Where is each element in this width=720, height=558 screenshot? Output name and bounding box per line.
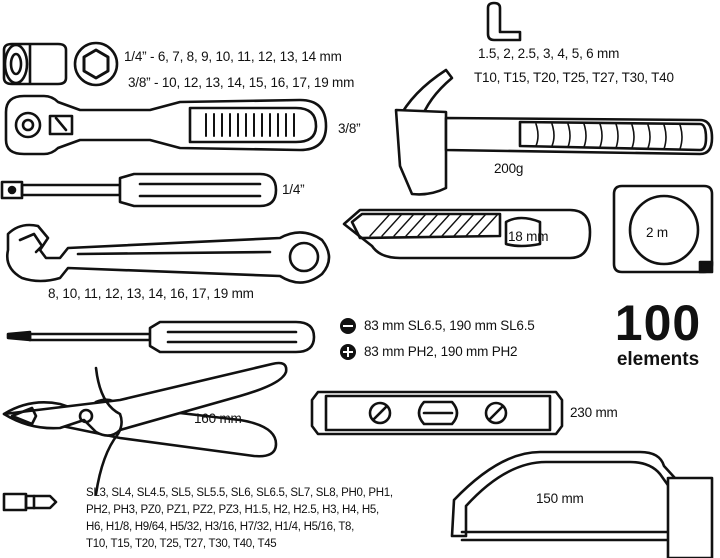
bits-list-line: SL3, SL4, SL4.5, SL5, SL5.5, SL6, SL6.5,… — [86, 487, 393, 499]
hex-key-icon — [486, 1, 522, 42]
torx-key-sizes-label: T10, T15, T20, T25, T27, T30, T40 — [474, 70, 674, 85]
hammer-icon — [394, 68, 714, 196]
pliers-length-label: 160 mm — [194, 411, 242, 426]
screwdriver-bit-icon — [2, 492, 58, 512]
bits-list-line: T10, T15, T20, T25, T27, T30, T40, T45 — [86, 538, 277, 550]
pliers-icon — [2, 361, 288, 496]
ratchet-drive-label: 3/8” — [338, 121, 361, 136]
element-count-word: elements — [616, 349, 700, 370]
socket-sizes-three-eighths-label: 3/8” - 10, 12, 13, 14, 15, 16, 17, 19 mm — [128, 75, 355, 90]
hacksaw-icon — [450, 450, 714, 558]
combination-wrench-icon — [6, 223, 331, 284]
extension-drive-label: 1/4” — [282, 182, 305, 197]
tape-measure-icon — [612, 184, 714, 274]
hex-key-sizes-label: 1.5, 2, 2.5, 3, 4, 5, 6 mm — [478, 46, 620, 61]
bits-list-line: PH2, PH3, PZ0, PZ1, PZ2, PZ3, H1.5, H2, … — [86, 504, 379, 516]
ratchet-icon — [4, 94, 328, 156]
level-length-label: 230 mm — [570, 405, 618, 420]
hammer-weight-label: 200g — [494, 161, 524, 176]
utility-knife-icon — [342, 208, 592, 260]
phillips-screwdriver-sizes-label: 83 mm PH2, 190 mm PH2 — [364, 344, 518, 359]
spirit-level-icon — [310, 390, 564, 436]
minus-circle-icon — [340, 318, 356, 334]
socket-side-icon — [2, 42, 68, 86]
wrench-sizes-label: 8, 10, 11, 12, 13, 14, 16, 17, 19 mm — [48, 286, 254, 301]
extension-bar-icon — [0, 172, 278, 208]
socket-hex-icon — [73, 41, 119, 87]
bits-list: SL3, SL4, SL4.5, SL5, SL5.5, SL6, SL6.5,… — [86, 485, 416, 553]
socket-sizes-quarter-label: 1/4” - 6, 7, 8, 9, 10, 11, 12, 13, 14 mm — [124, 49, 342, 64]
hacksaw-length-label: 150 mm — [536, 491, 584, 506]
plus-circle-icon — [340, 344, 356, 360]
element-count: 100 — [614, 295, 702, 351]
flat-screwdriver-sizes-label: 83 mm SL6.5, 190 mm SL6.5 — [364, 318, 535, 333]
element-count-badge: 100 elements — [598, 298, 718, 370]
bits-list-line: H6, H1/8, H9/64, H5/32, H3/16, H7/32, H1… — [86, 521, 355, 533]
tape-length-label: 2 m — [646, 225, 668, 240]
knife-width-label: 18 mm — [508, 229, 549, 244]
screwdriver-icon — [6, 320, 316, 354]
